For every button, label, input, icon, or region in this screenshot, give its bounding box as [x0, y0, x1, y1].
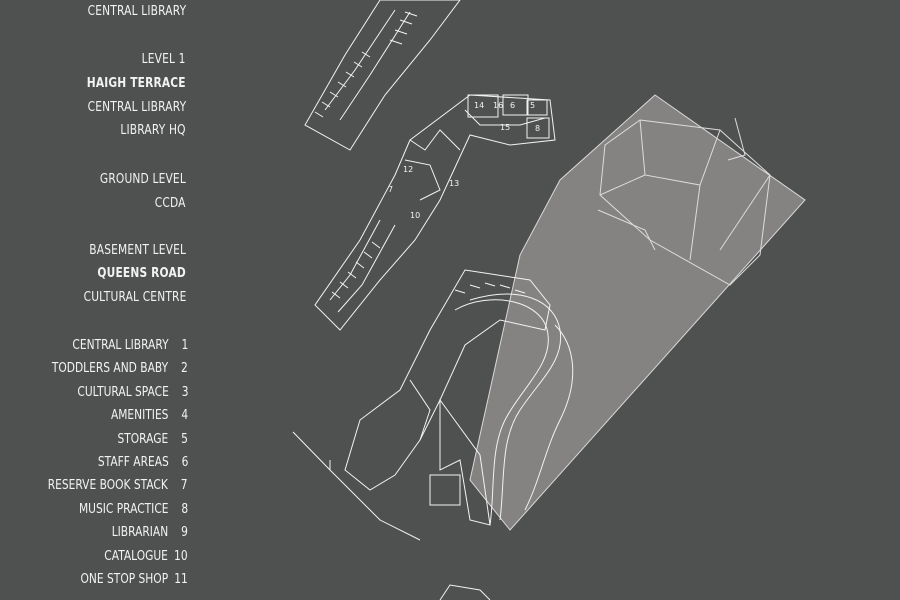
- room-key-row: ONE STOP SHOP 11: [81, 572, 188, 590]
- room-key-row: STAFF AREAS 6: [97, 455, 188, 473]
- room-key-number: 8: [181, 501, 188, 517]
- room-label: 14: [474, 101, 484, 110]
- level1-plan: [304, 0, 461, 151]
- site-plane: [469, 94, 806, 531]
- hq-building-outline: [597, 117, 771, 286]
- room-key-number: 9: [181, 525, 188, 541]
- ground-title: GROUND LEVEL: [99, 172, 186, 187]
- room-key-number: 1: [181, 338, 188, 353]
- room-label: 12: [403, 165, 413, 174]
- basement-title: BASEMENT LEVEL: [89, 243, 186, 258]
- room-label: 6: [510, 101, 515, 110]
- room-label: 15: [500, 123, 510, 132]
- room-label: 10: [410, 211, 420, 220]
- room-key-row: AMENITIES 4: [111, 408, 188, 426]
- room-key-label: STORAGE: [117, 431, 169, 447]
- room-key-number: 3: [181, 384, 188, 400]
- room-key-label: CATALOGUE: [104, 548, 169, 564]
- legend-panel: CENTRAL LIBRARY LEVEL 1 HAIGH TERRACE CE…: [0, 0, 196, 600]
- room-key-number: 11: [174, 572, 188, 587]
- room-key-number: 6: [181, 455, 188, 470]
- basement-line2: CULTURAL CENTRE: [83, 290, 186, 305]
- room-key-row: CULTURAL SPACE 3: [77, 385, 188, 403]
- room-key-number: 10: [174, 548, 188, 564]
- room-label: 8: [535, 124, 540, 133]
- room-label: 13: [449, 179, 459, 188]
- room-key-label: TODDLERS AND BABY: [52, 361, 169, 377]
- ground-line2: CCDA: [155, 196, 186, 211]
- room-label: 16: [493, 101, 503, 110]
- room-key-row: LIBRARIAN 9: [112, 525, 188, 543]
- level1-title: LEVEL 1: [142, 52, 186, 67]
- room-key-label: RESERVE BOOK STACK: [48, 478, 169, 494]
- room-key-row: RESERVE BOOK STACK 7: [48, 478, 188, 496]
- room-key-label: MUSIC PRACTICE: [78, 501, 169, 517]
- room-key-number: 2: [181, 361, 188, 377]
- ground-plan: [314, 94, 556, 331]
- room-key-row: CATALOGUE 10: [105, 549, 188, 567]
- room-key-number: 5: [181, 431, 188, 447]
- room-key-label: CENTRAL LIBRARY: [72, 338, 169, 353]
- basement-name: QUEENS ROAD: [97, 266, 186, 281]
- room-key-row: MUSIC PRACTICE 8: [79, 502, 188, 520]
- level1-line3: LIBRARY HQ: [120, 123, 186, 138]
- room-key-label: LIBRARIAN: [111, 525, 169, 541]
- room-key-label: ONE STOP SHOP: [80, 572, 169, 587]
- level1-name: HAIGH TERRACE: [87, 76, 186, 91]
- lower-plan-fragment: [439, 584, 491, 600]
- room-key-row: TODDLERS AND BABY 2: [52, 361, 188, 379]
- room-key-label: AMENITIES: [110, 408, 169, 424]
- room-key-row: CENTRAL LIBRARY 1: [72, 338, 188, 356]
- room-label: 7: [388, 185, 393, 194]
- room-key-number: 4: [181, 408, 188, 424]
- room-labels: 14 16 6 5 8 15 12 13 7 10: [388, 101, 540, 220]
- room-key-label: CULTURAL SPACE: [76, 384, 169, 400]
- room-label: 5: [530, 101, 535, 110]
- level1-line2: CENTRAL LIBRARY: [87, 100, 186, 115]
- top-label: CENTRAL LIBRARY: [87, 4, 186, 19]
- room-key-label: STAFF AREAS: [97, 455, 169, 470]
- basement-plan: [292, 269, 574, 541]
- room-key-number: 7: [181, 478, 188, 494]
- room-key-row: STORAGE 5: [118, 432, 188, 450]
